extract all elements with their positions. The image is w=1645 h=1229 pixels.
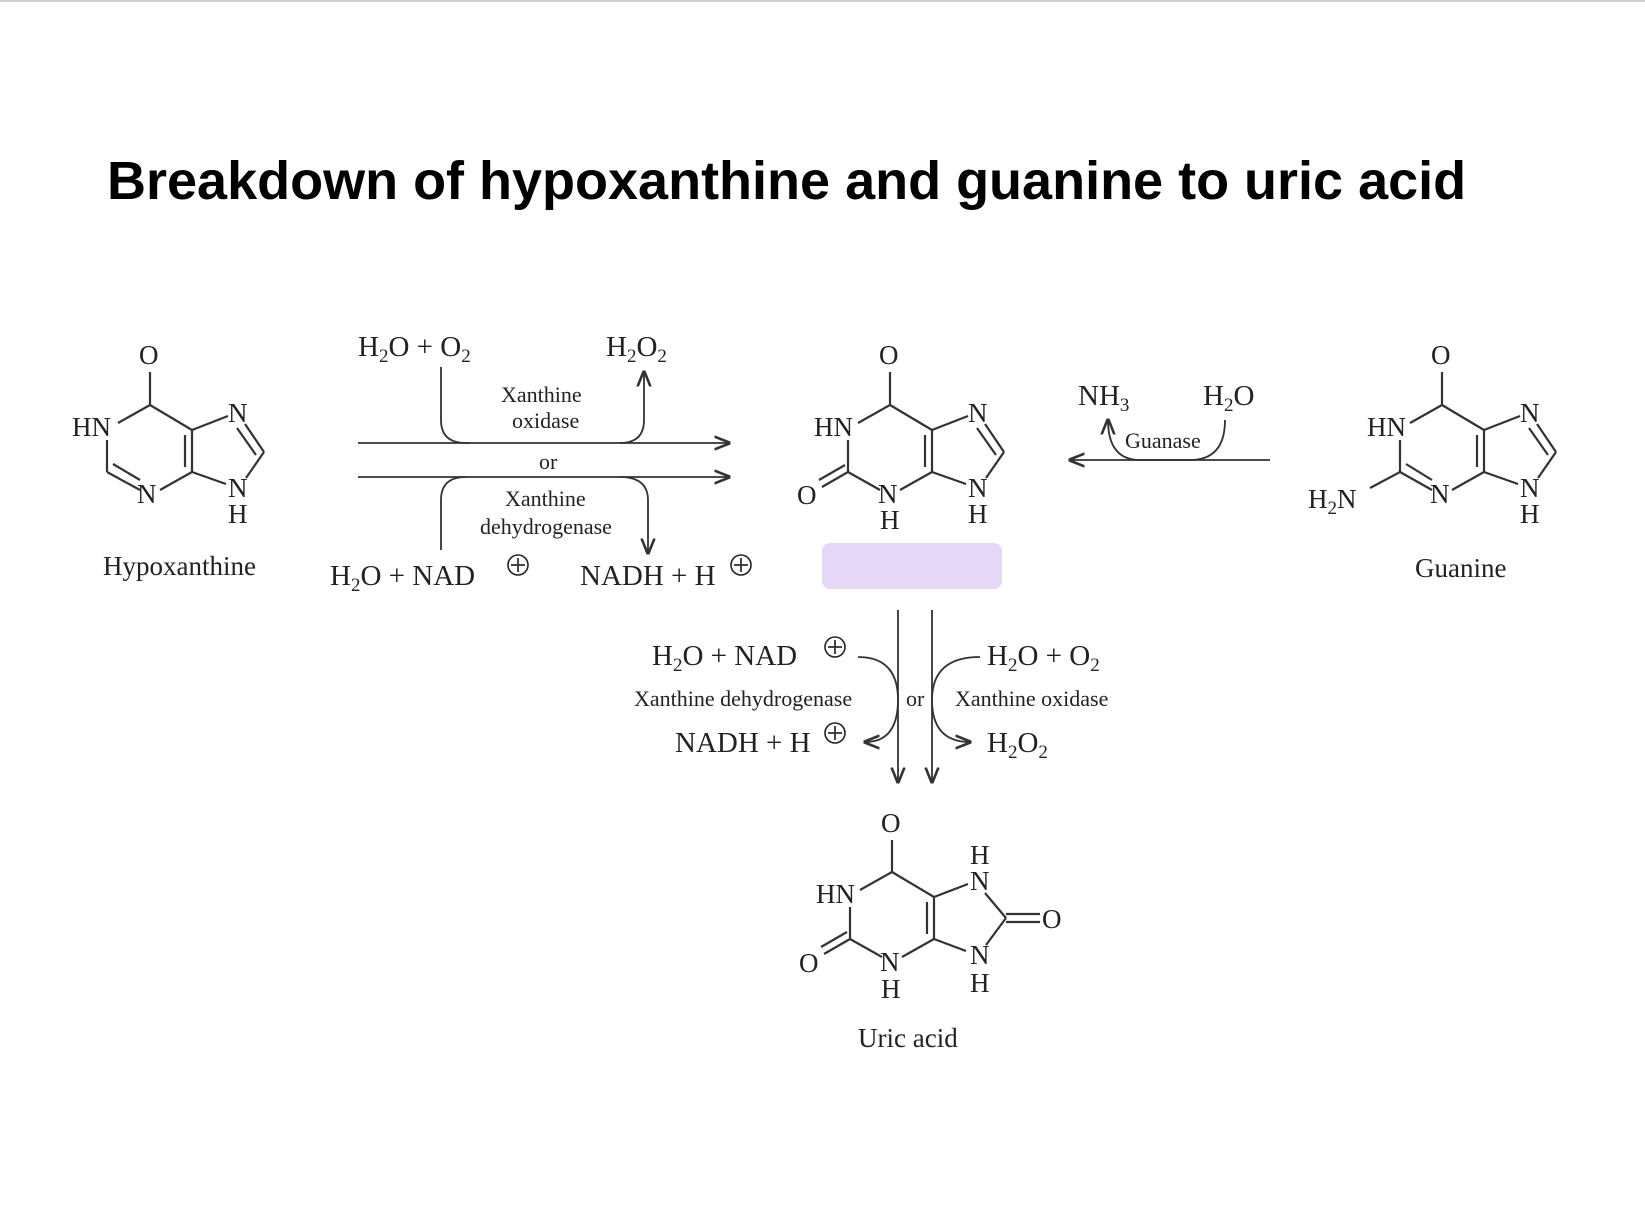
oxidase-products: H2O2 — [606, 331, 667, 367]
uric-atom-H9: H — [970, 968, 990, 998]
hypoxanthine-reaction: H2O + O2 H2O2 Xanthine oxidase or Xanthi… — [330, 331, 752, 596]
xo-products: H2O2 — [987, 727, 1048, 763]
guanine-atom-H9: H — [1520, 499, 1540, 529]
guanase-enzyme: Guanase — [1125, 428, 1201, 453]
hypoxanthine-structure: O HN N N N H — [72, 340, 265, 529]
guanine-atom-N9: N — [1520, 473, 1540, 503]
guanine-atom-HN: HN — [1367, 412, 1406, 442]
oxidase-substrates: H2O + O2 — [358, 331, 471, 367]
guanine-atom-O: O — [1431, 340, 1451, 370]
hypoxanthine-atom-H9: H — [228, 499, 248, 529]
xdh-substrates: H2O + NAD — [652, 640, 797, 676]
uric-atom-O6: O — [881, 808, 901, 838]
uric-atom-N7: N — [970, 866, 990, 896]
guanine-reaction: NH3 H2O Guanase — [1070, 380, 1270, 460]
dehydrogenase-enzyme-line1: Xanthine — [505, 486, 586, 511]
guanine-atom-N7: N — [1520, 398, 1540, 428]
uric-atom-N9: N — [970, 940, 990, 970]
top-divider — [0, 0, 1645, 2]
oxidase-enzyme-line1: Xanthine — [501, 382, 582, 407]
hypoxanthine-label: Hypoxanthine — [103, 551, 256, 581]
uric-acid-label: Uric acid — [858, 1023, 958, 1053]
xanthine-atom-N7: N — [968, 398, 988, 428]
dehydrogenase-substrates: H2O + NAD — [330, 560, 475, 596]
hypoxanthine-atom-N7: N — [228, 398, 248, 428]
uric-atom-O2: O — [799, 948, 819, 978]
oxidase-enzyme-line2: oxidase — [512, 408, 579, 433]
xanthine-structure: O HN O N H N N H — [797, 340, 1005, 535]
uric-atom-N3: N — [880, 947, 900, 977]
xanthine-atom-N3: N — [878, 479, 898, 509]
hypoxanthine-atom-HN: HN — [72, 412, 111, 442]
uric-acid-structure: O HN O N H H N O N H — [799, 808, 1062, 1004]
xanthine-atom-N9: N — [968, 473, 988, 503]
xanthine-reaction: H2O + NAD Xanthine dehydrogenase or NADH… — [634, 610, 1108, 782]
guanase-substrate-water: H2O — [1203, 380, 1254, 416]
guanine-atom-N3: N — [1430, 479, 1450, 509]
xo-enzyme: Xanthine oxidase — [955, 686, 1108, 711]
or-label-center: or — [906, 686, 925, 711]
xdh-products: NADH + H — [675, 727, 811, 759]
uric-atom-H7: H — [970, 840, 990, 870]
xo-substrates: H2O + O2 — [987, 640, 1100, 676]
xanthine-atom-O6: O — [879, 340, 899, 370]
hypoxanthine-atom-N3: N — [137, 479, 157, 509]
uric-atom-HN: HN — [816, 879, 855, 909]
uric-atom-H3: H — [881, 974, 901, 1004]
xanthine-atom-H3: H — [880, 505, 900, 535]
xanthine-label-placeholder — [822, 543, 1002, 589]
slide-title: Breakdown of hypoxanthine and guanine to… — [107, 151, 1467, 211]
xdh-enzyme: Xanthine dehydrogenase — [634, 686, 852, 711]
proton-charge-icon-2 — [824, 722, 846, 744]
dehydrogenase-products: NADH + H — [580, 560, 716, 592]
xanthine-atom-O2: O — [797, 480, 817, 510]
xanthine-atom-H9: H — [968, 499, 988, 529]
guanine-structure: O HN H2N N N N H — [1308, 340, 1557, 529]
dehydrogenase-enzyme-line2: dehydrogenase — [480, 514, 612, 539]
uric-atom-O8: O — [1042, 904, 1062, 934]
proton-charge-icon — [730, 554, 752, 576]
or-label-top: or — [539, 449, 558, 474]
hypoxanthine-atom-O: O — [139, 340, 159, 370]
nad-charge-icon-2 — [824, 636, 846, 658]
guanase-product-ammonia: NH3 — [1078, 380, 1129, 416]
xanthine-atom-HN: HN — [814, 412, 853, 442]
hypoxanthine-atom-N9: N — [228, 473, 248, 503]
nad-charge-icon — [507, 554, 529, 576]
guanine-atom-H2N: H2N — [1308, 484, 1357, 519]
guanine-label: Guanine — [1415, 553, 1506, 583]
